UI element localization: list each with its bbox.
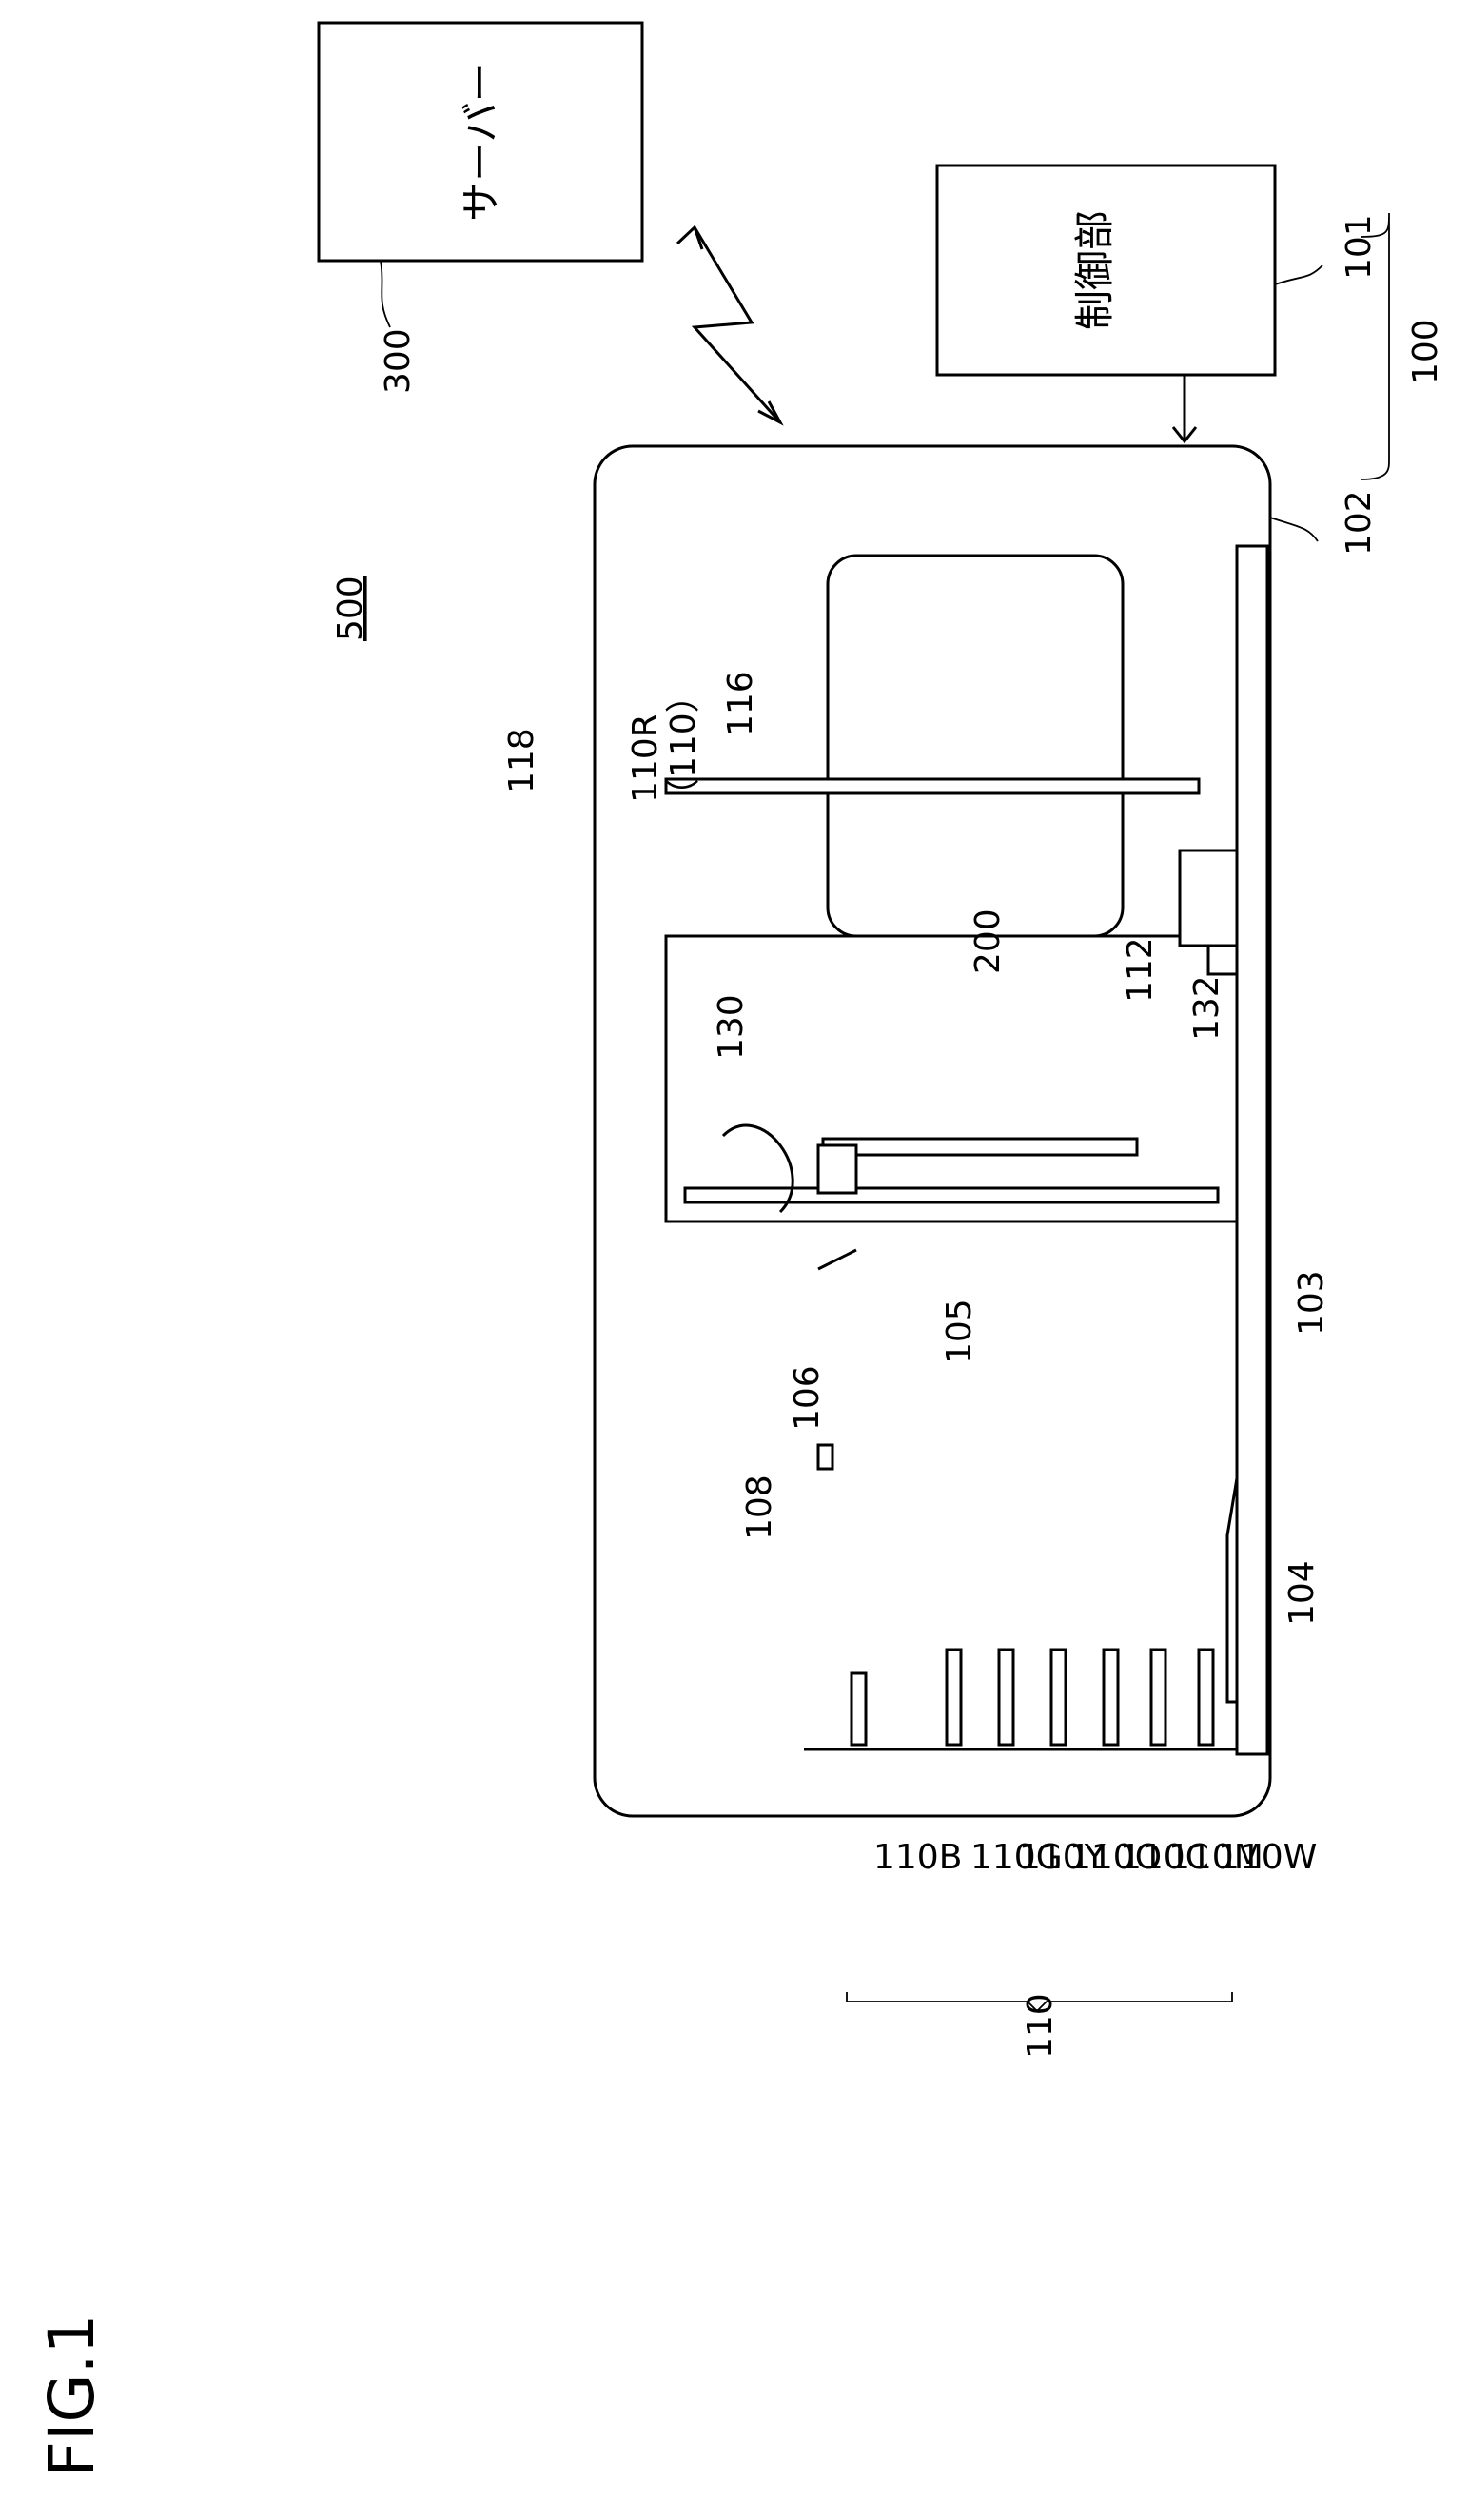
sensor-132 xyxy=(1208,946,1237,974)
ref-104: 104 xyxy=(1283,1560,1322,1626)
ref-103: 103 xyxy=(1292,1270,1331,1336)
ref-102: 102 xyxy=(1340,490,1379,556)
tank-110W xyxy=(1199,1650,1213,1745)
control-label: 制御部 xyxy=(1071,210,1118,330)
tank-group-ref: 110 xyxy=(1021,1993,1060,2059)
control-leader xyxy=(1275,265,1322,284)
ref-112: 112 xyxy=(1121,937,1160,1003)
ref-108: 108 xyxy=(740,1475,779,1540)
tank-label-6: 110W xyxy=(1218,1838,1317,1877)
product-200 xyxy=(828,556,1123,936)
film-paren: （110） xyxy=(664,678,703,812)
server-label: サーバー xyxy=(458,62,504,222)
ref-105: 105 xyxy=(940,1299,979,1364)
tank-labels: 110B 110G 110Y 110O 110C 110M 110W xyxy=(873,1838,1317,1877)
arm-106 xyxy=(823,1139,1137,1155)
control-ref: 101 xyxy=(1340,214,1379,280)
tank-110G xyxy=(947,1650,961,1745)
tank-110Y xyxy=(999,1650,1013,1745)
tank-110C xyxy=(1104,1650,1118,1745)
tank-110O xyxy=(1051,1650,1066,1745)
wireless-signal xyxy=(695,227,780,422)
enclosure-leader xyxy=(1270,518,1318,541)
ref-106: 106 xyxy=(788,1365,827,1431)
tank-110M xyxy=(1151,1650,1165,1745)
base-103 xyxy=(1237,546,1267,1754)
head-108 xyxy=(818,1445,832,1469)
ref-118: 118 xyxy=(502,728,541,793)
ref-132: 132 xyxy=(1187,975,1226,1041)
arm-collar xyxy=(818,1145,856,1193)
film-label: 110R xyxy=(626,713,665,803)
wireless-arrowhead-top xyxy=(677,227,702,249)
tank-110B xyxy=(852,1673,866,1745)
column-slot xyxy=(685,1188,1218,1202)
server-leader xyxy=(381,261,390,327)
ref-130: 130 xyxy=(712,994,751,1060)
ref-100: 100 xyxy=(1406,319,1445,384)
ref-200: 200 xyxy=(969,908,1008,974)
figure-label: FIG.1 xyxy=(35,2314,108,2477)
stage-112 xyxy=(1180,850,1237,946)
holder-116 xyxy=(666,779,1199,793)
ref-116: 116 xyxy=(721,671,760,736)
tank-label-0: 110B xyxy=(873,1838,962,1877)
server-ref: 300 xyxy=(379,328,418,394)
ref-500: 500 xyxy=(331,576,370,641)
